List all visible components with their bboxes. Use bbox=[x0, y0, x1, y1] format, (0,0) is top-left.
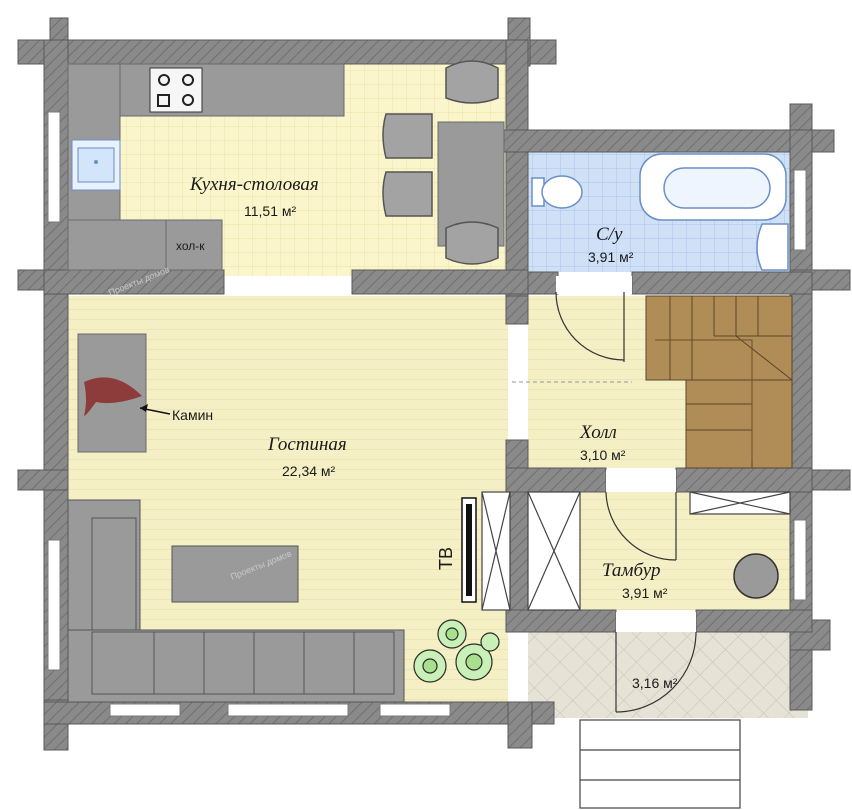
vestibule-name: Тамбур bbox=[602, 560, 661, 581]
kitchen-name: Кухня-столовая bbox=[189, 174, 319, 195]
kitchen-area: 11,51 м² bbox=[244, 203, 297, 219]
flame-icon bbox=[84, 377, 142, 416]
sofa bbox=[67, 499, 405, 703]
porch-area: 3,16 м² bbox=[632, 675, 678, 691]
hall-entry bbox=[512, 326, 632, 383]
entrance-door bbox=[615, 612, 697, 713]
plants bbox=[413, 619, 500, 683]
vestibule-area: 3,91 м² bbox=[622, 585, 668, 601]
bathtub bbox=[639, 153, 787, 221]
windows bbox=[47, 111, 807, 717]
fireplace-label: Камин bbox=[172, 407, 213, 423]
staircase bbox=[645, 295, 793, 469]
porch-steps bbox=[579, 719, 741, 809]
kitchen-sink bbox=[71, 139, 121, 191]
bathroom-name: С/у bbox=[596, 224, 623, 245]
fridge-label: хол-к bbox=[176, 239, 205, 253]
fireplace bbox=[77, 333, 171, 453]
bathroom-door bbox=[555, 276, 632, 362]
toilet bbox=[531, 175, 583, 209]
wardrobes bbox=[481, 491, 791, 611]
stove bbox=[149, 67, 203, 113]
coffee-table bbox=[171, 545, 299, 603]
dining-set bbox=[382, 60, 505, 265]
hall-name: Холл bbox=[579, 422, 617, 443]
tv-label: ТВ bbox=[436, 547, 456, 570]
vestibule-door bbox=[605, 470, 677, 561]
bathroom-sink bbox=[756, 223, 789, 271]
bathroom-area: 3,91 м² bbox=[588, 249, 634, 265]
living-area: 22,34 м² bbox=[282, 463, 336, 479]
hall-area: 3,10 м² bbox=[580, 447, 626, 463]
round-table bbox=[733, 553, 779, 599]
living-name: Гостиная bbox=[267, 434, 347, 455]
porch-floor bbox=[528, 630, 808, 718]
tv bbox=[461, 497, 477, 603]
